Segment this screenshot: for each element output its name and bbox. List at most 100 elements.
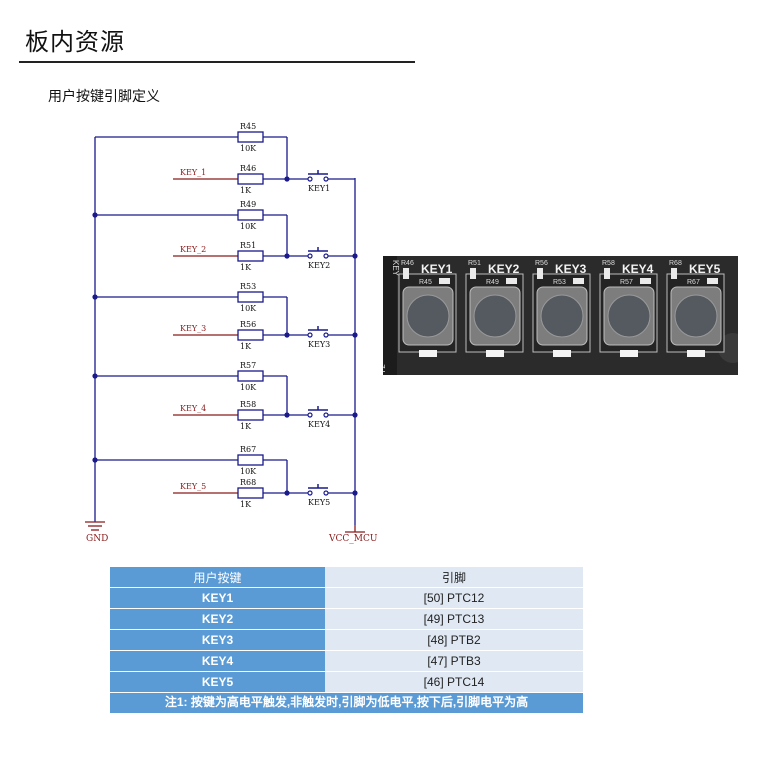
key-cell: KEY2 (110, 608, 325, 630)
pcb-ref-bottom: R53 (553, 279, 566, 286)
pullup-ref-label: R53 (240, 282, 256, 291)
switch-label: KEY3 (308, 340, 330, 349)
gnd-label: GND (86, 534, 108, 544)
net-label: KEY_5 (180, 482, 206, 491)
switch-label: KEY2 (308, 261, 330, 270)
switch-label: KEY1 (308, 184, 330, 193)
net-label: KEY_2 (180, 245, 206, 254)
switch-cap (406, 294, 450, 338)
pcb-key-label: KEY3 (555, 262, 587, 276)
key-cell: KEY1 (110, 587, 325, 609)
pullup-value-label: 10K (240, 144, 257, 153)
switch-label: KEY4 (308, 420, 330, 429)
junction-dot (352, 412, 358, 418)
table-note: 注1: 按键为高电平触发,非触发时,引脚为低电平,按下后,引脚电平为高 (110, 692, 583, 714)
smd-resistor (506, 278, 517, 284)
smd-resistor (403, 268, 409, 279)
junction-dot (92, 373, 98, 379)
junction-dot (284, 332, 290, 338)
title-divider (19, 61, 415, 63)
junction-dot (352, 253, 358, 259)
series-value-label: 1K (240, 186, 252, 195)
switch-cap (674, 294, 718, 338)
pcb-key-label: KEY4 (622, 262, 654, 276)
pcb-edge-label-top: KEY (391, 260, 400, 277)
net-label: KEY_1 (180, 168, 206, 177)
smd-resistor (640, 278, 651, 284)
table-row: KEY4 [47] PTB3 (110, 650, 583, 672)
junction-dot (284, 176, 290, 182)
smd-resistor (671, 268, 677, 279)
pullup-resistor (237, 291, 264, 303)
series-ref-label: R68 (240, 478, 256, 487)
junction-dot (284, 490, 290, 496)
table-row: KEY3 [48] PTB2 (110, 629, 583, 651)
switch-pad (620, 350, 638, 357)
series-resistor (237, 409, 264, 421)
table-header-row: 用户按键 引脚 (110, 567, 583, 588)
junction-dot (284, 253, 290, 259)
vcc-symbol (345, 525, 365, 533)
smd-resistor (604, 268, 610, 279)
pullup-value-label: 10K (240, 467, 257, 476)
table-row: KEY1 [50] PTC12 (110, 587, 583, 609)
pullup-ref-label: R49 (240, 200, 256, 209)
pullup-value-label: 10K (240, 383, 257, 392)
series-ref-label: R51 (240, 241, 256, 250)
pullup-ref-label: R57 (240, 361, 256, 370)
gnd-symbol (85, 521, 105, 531)
pcb-edge-label-bottom: Y2 (383, 364, 387, 374)
switch-label: KEY5 (308, 498, 330, 507)
series-value-label: 1K (240, 263, 252, 272)
switch-cap (540, 294, 584, 338)
switch-pad (419, 350, 437, 357)
pcb-ref-bottom: R45 (419, 279, 432, 286)
pin-cell: [48] PTB2 (325, 629, 583, 651)
note-row: 注1: 按键为高电平触发,非触发时,引脚为低电平,按下后,引脚电平为高 (110, 692, 583, 714)
junction-dot (92, 294, 98, 300)
key-cell: KEY5 (110, 671, 325, 693)
smd-resistor (573, 278, 584, 284)
smd-resistor (439, 278, 450, 284)
smd-resistor (707, 278, 718, 284)
pcb-ref-top: R56 (535, 260, 548, 267)
junction-dot (352, 490, 358, 496)
pin-cell: [50] PTC12 (325, 587, 583, 609)
table-row: KEY5 [46] PTC14 (110, 671, 583, 693)
series-resistor (237, 329, 264, 341)
pullup-resistor (237, 454, 264, 466)
pcb-ref-top: R51 (468, 260, 481, 267)
pullup-value-label: 10K (240, 304, 257, 313)
series-value-label: 1K (240, 342, 252, 351)
junction-dot (284, 412, 290, 418)
junction-dot (92, 457, 98, 463)
switch-pad (687, 350, 705, 357)
page-title: 板内资源 (25, 28, 125, 56)
switch-cap (473, 294, 517, 338)
pullup-resistor (237, 131, 264, 143)
header-pin: 引脚 (325, 567, 583, 588)
smd-resistor (537, 268, 543, 279)
net-label: KEY_4 (180, 404, 206, 413)
pullup-resistor (237, 370, 264, 382)
pcb-key-label: KEY2 (488, 262, 520, 276)
pullup-ref-label: R67 (240, 445, 256, 454)
table-row: KEY2 [49] PTC13 (110, 608, 583, 630)
pin-cell: [47] PTB3 (325, 650, 583, 672)
pcb-ref-bottom: R57 (620, 279, 633, 286)
series-ref-label: R58 (240, 400, 256, 409)
vcc-label: VCC_MCU (328, 534, 378, 544)
switch-pad (486, 350, 504, 357)
switch-cap (607, 294, 651, 338)
pcb-ref-top: R46 (401, 260, 414, 267)
series-resistor (237, 487, 264, 499)
pullup-ref-label: R45 (240, 122, 256, 131)
pcb-ref-bottom: R49 (486, 279, 499, 286)
pcb-key-label: KEY5 (689, 262, 721, 276)
switch-pad (553, 350, 571, 357)
series-resistor (237, 250, 264, 262)
pullup-resistor (237, 209, 264, 221)
pcb-key-label: KEY1 (421, 262, 453, 276)
